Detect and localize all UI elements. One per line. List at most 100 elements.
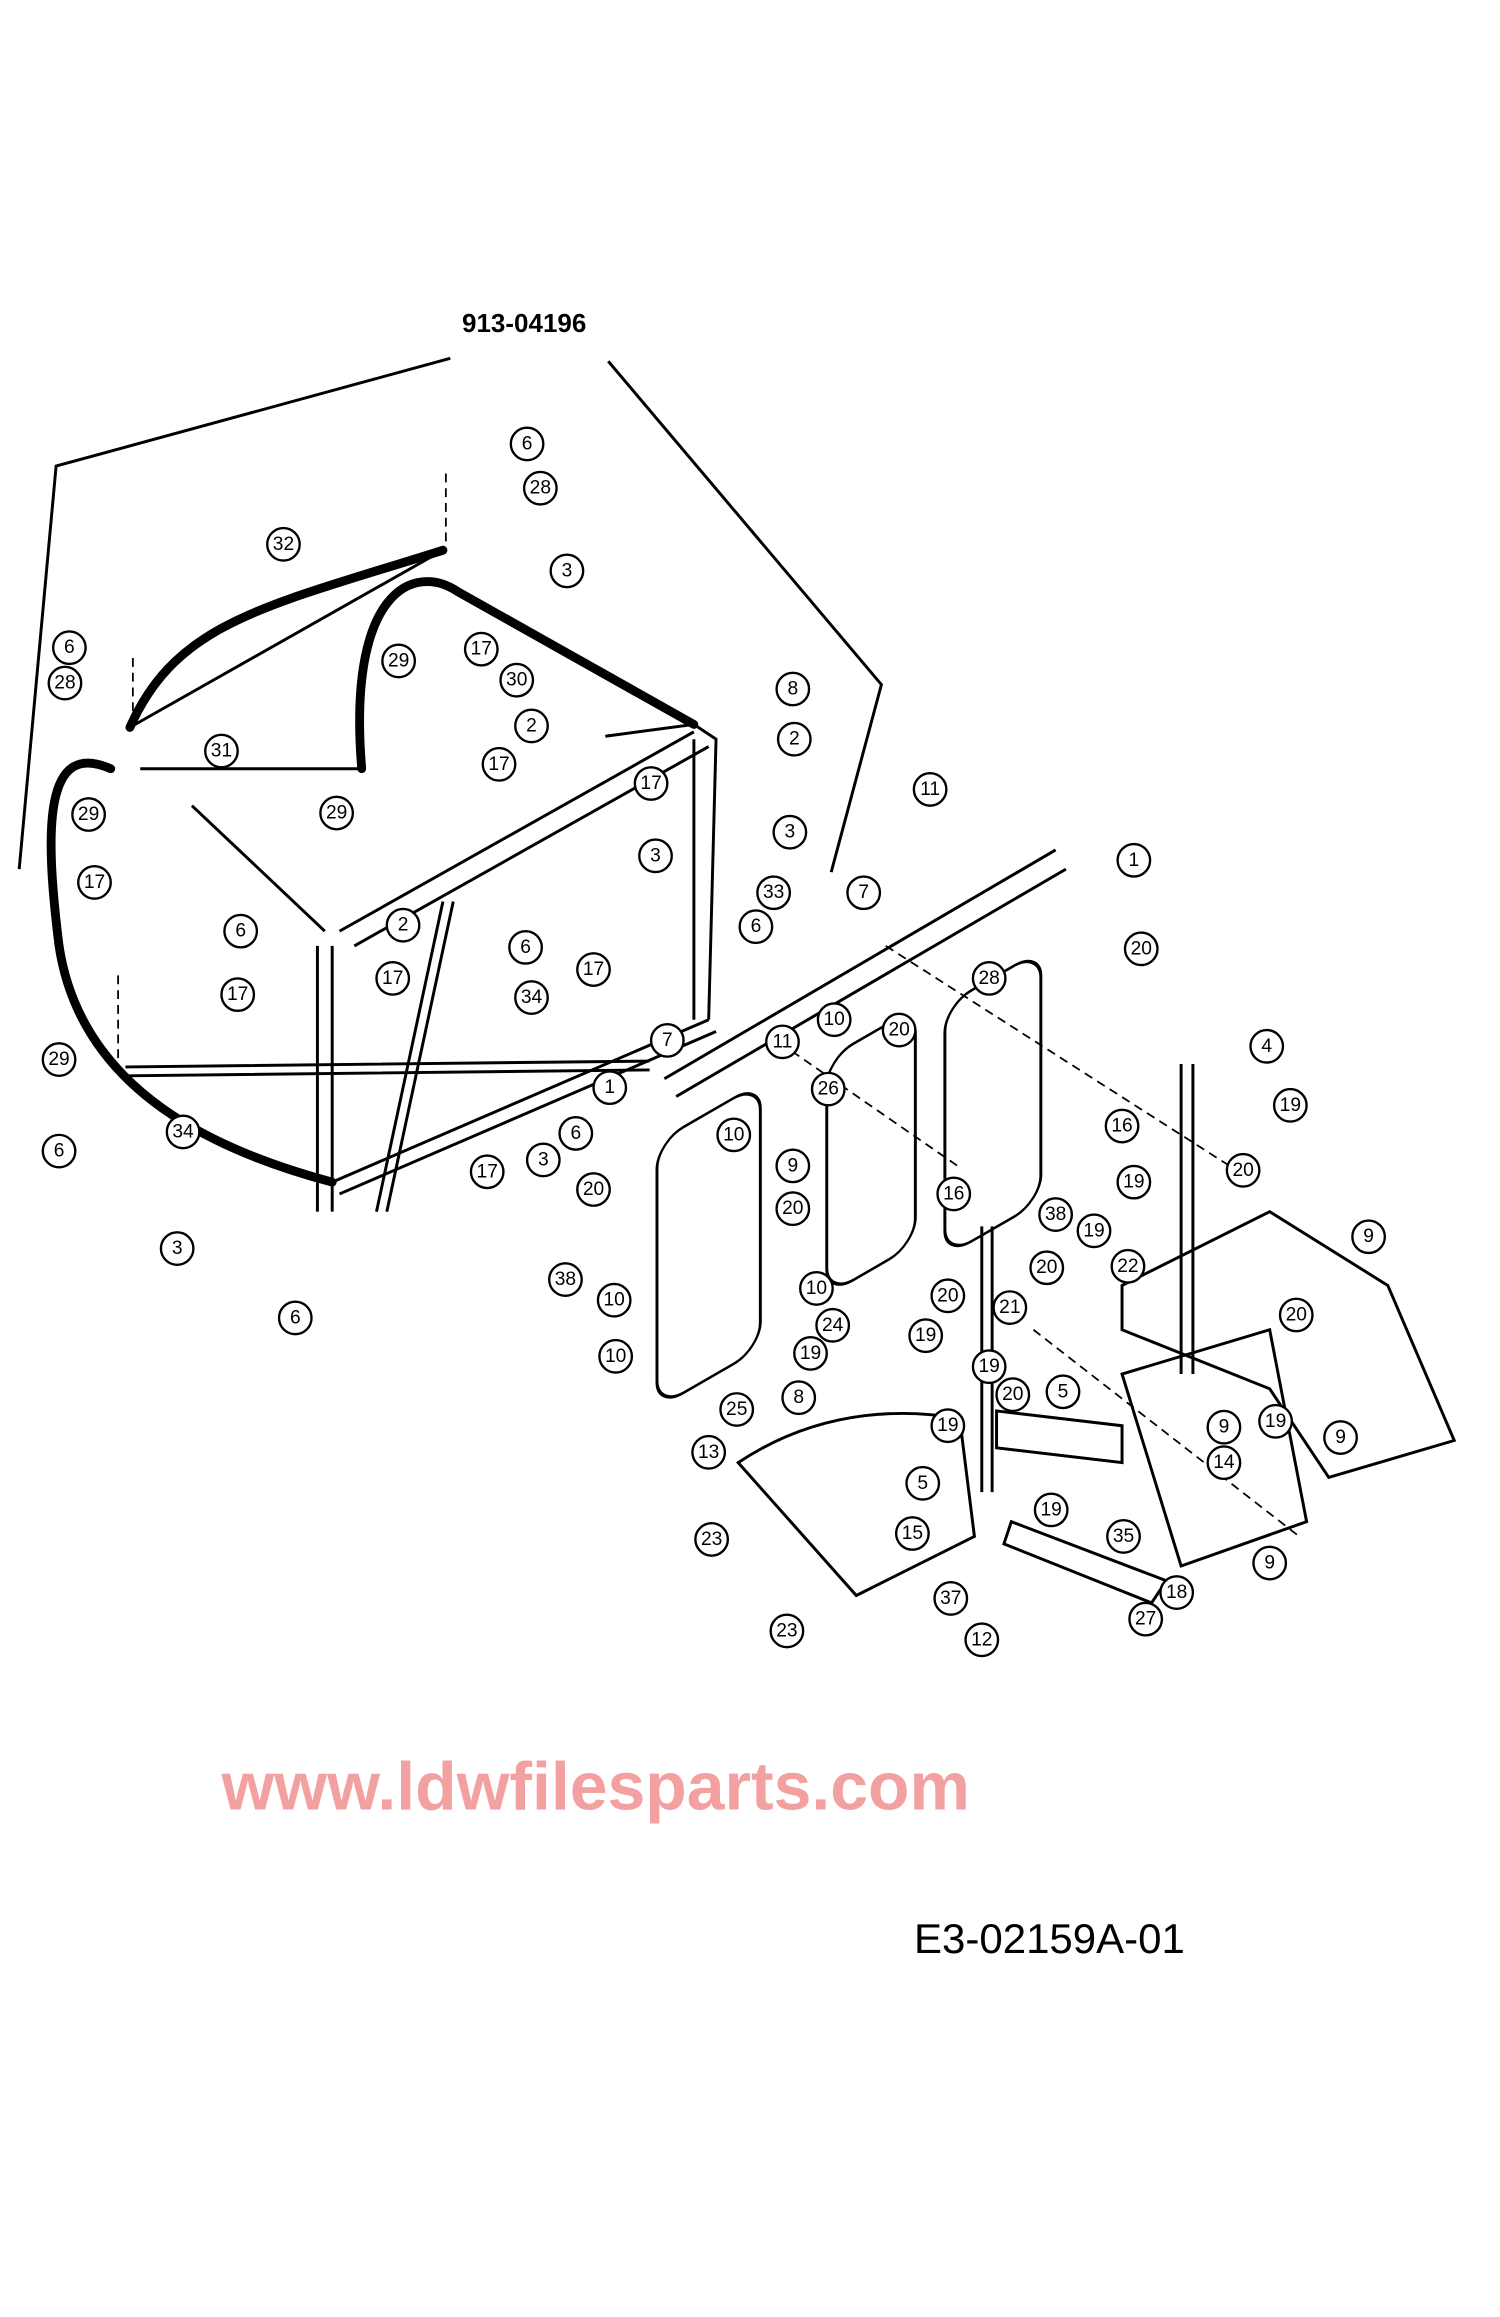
callout-circle xyxy=(1206,1409,1242,1445)
callout-circle xyxy=(846,875,882,911)
callout-circle xyxy=(1258,1403,1294,1439)
callout-circle xyxy=(1116,842,1152,878)
callout-17: 17 xyxy=(633,766,669,801)
callout-number: 21 xyxy=(999,1297,1020,1318)
callout-15: 15 xyxy=(894,1516,930,1551)
callout-29: 29 xyxy=(71,797,107,832)
callout-7: 7 xyxy=(649,1022,685,1058)
callout-number: 8 xyxy=(793,1387,804,1408)
callout-5: 5 xyxy=(1045,1374,1081,1410)
callout-circle xyxy=(223,913,259,949)
callout-number: 25 xyxy=(726,1399,747,1420)
callout-number: 9 xyxy=(1335,1427,1346,1448)
callout-number: 24 xyxy=(822,1315,844,1336)
callout-number: 20 xyxy=(1232,1160,1253,1181)
callout-number: 31 xyxy=(211,741,232,762)
callout-20: 20 xyxy=(576,1172,611,1207)
callout-20: 20 xyxy=(1278,1297,1314,1333)
callout-28: 28 xyxy=(522,470,558,506)
callout-27: 27 xyxy=(1128,1601,1164,1637)
callout-number: 27 xyxy=(1135,1609,1156,1630)
callout-32: 32 xyxy=(266,526,301,562)
callout-number: 2 xyxy=(526,715,537,736)
callout-circle xyxy=(1278,1297,1314,1333)
callout-number: 7 xyxy=(858,882,869,903)
callout-24: 24 xyxy=(815,1307,851,1343)
callout-circle xyxy=(204,733,239,769)
callout-number: 33 xyxy=(763,882,784,903)
callout-number: 20 xyxy=(1286,1304,1307,1325)
callout-number: 8 xyxy=(787,679,798,700)
callout-number: 30 xyxy=(506,670,527,691)
callout-8: 8 xyxy=(775,671,811,707)
callout-19: 19 xyxy=(1076,1213,1112,1249)
callout-10: 10 xyxy=(598,1338,634,1374)
callout-28: 28 xyxy=(971,960,1007,996)
callout-circle xyxy=(522,470,558,506)
callout-circle xyxy=(41,1042,77,1078)
callout-number: 6 xyxy=(751,916,762,937)
callout-circle xyxy=(1116,1164,1152,1200)
callout-circle xyxy=(1038,1197,1074,1233)
callout-38: 38 xyxy=(1038,1197,1074,1233)
callout-number: 19 xyxy=(1083,1220,1104,1241)
callout-9: 9 xyxy=(1351,1219,1387,1255)
callout-circle xyxy=(769,1613,805,1649)
callout-3: 3 xyxy=(549,553,585,589)
callout-circle xyxy=(1323,1420,1358,1455)
callout-circle xyxy=(1272,1087,1308,1123)
callout-13: 13 xyxy=(691,1434,727,1470)
callout-1: 1 xyxy=(592,1070,628,1106)
assembly-number: 913-04196 xyxy=(462,308,587,338)
callout-circle xyxy=(1123,931,1159,967)
callout-number: 20 xyxy=(1131,938,1152,959)
callout-number: 14 xyxy=(1213,1452,1235,1473)
callout-35: 35 xyxy=(1106,1519,1141,1554)
callout-circle xyxy=(719,1392,755,1427)
callout-21: 21 xyxy=(992,1290,1028,1326)
callout-number: 12 xyxy=(971,1629,992,1650)
callout-circle xyxy=(385,907,421,943)
callout-19: 19 xyxy=(793,1335,828,1371)
callout-circle xyxy=(1106,1519,1141,1554)
callout-17: 17 xyxy=(375,960,411,996)
callout-number: 29 xyxy=(326,803,347,824)
callout-circle xyxy=(319,795,355,831)
callout-number: 7 xyxy=(662,1030,673,1051)
callout-circle xyxy=(514,708,549,744)
callout-number: 38 xyxy=(1045,1204,1066,1225)
callout-circle xyxy=(930,1278,966,1314)
callout-circle xyxy=(793,1335,828,1371)
callout-31: 31 xyxy=(204,733,239,769)
callout-circle xyxy=(1110,1248,1146,1284)
callout-number: 3 xyxy=(785,822,796,843)
callout-circle xyxy=(756,875,792,911)
callout-20: 20 xyxy=(1123,931,1159,967)
callout-circle xyxy=(381,643,417,679)
callout-circle xyxy=(971,1349,1007,1385)
callout-circle xyxy=(549,553,585,589)
callout-circle xyxy=(691,1434,727,1470)
callout-circle xyxy=(815,1307,851,1343)
callout-number: 9 xyxy=(1264,1553,1275,1574)
callout-number: 10 xyxy=(806,1278,827,1299)
callout-25: 25 xyxy=(719,1392,755,1427)
callout-circle xyxy=(799,1271,834,1306)
callout-19: 19 xyxy=(1258,1403,1294,1439)
callout-number: 3 xyxy=(562,560,573,581)
callout-number: 4 xyxy=(1261,1036,1272,1057)
callout-8: 8 xyxy=(781,1380,817,1416)
callout-circle xyxy=(905,1465,941,1501)
callout-number: 2 xyxy=(398,915,409,936)
callout-number: 16 xyxy=(1111,1116,1132,1137)
callout-number: 28 xyxy=(530,478,551,499)
callout-4: 4 xyxy=(1249,1028,1285,1064)
callout-circle xyxy=(576,952,611,987)
callout-circle xyxy=(277,1300,313,1336)
callout-3: 3 xyxy=(159,1231,195,1266)
callout-circle xyxy=(881,1012,917,1048)
callout-circle xyxy=(1206,1445,1242,1481)
callout-circle xyxy=(266,526,301,562)
callout-number: 19 xyxy=(915,1325,936,1346)
callout-circle xyxy=(47,665,83,701)
